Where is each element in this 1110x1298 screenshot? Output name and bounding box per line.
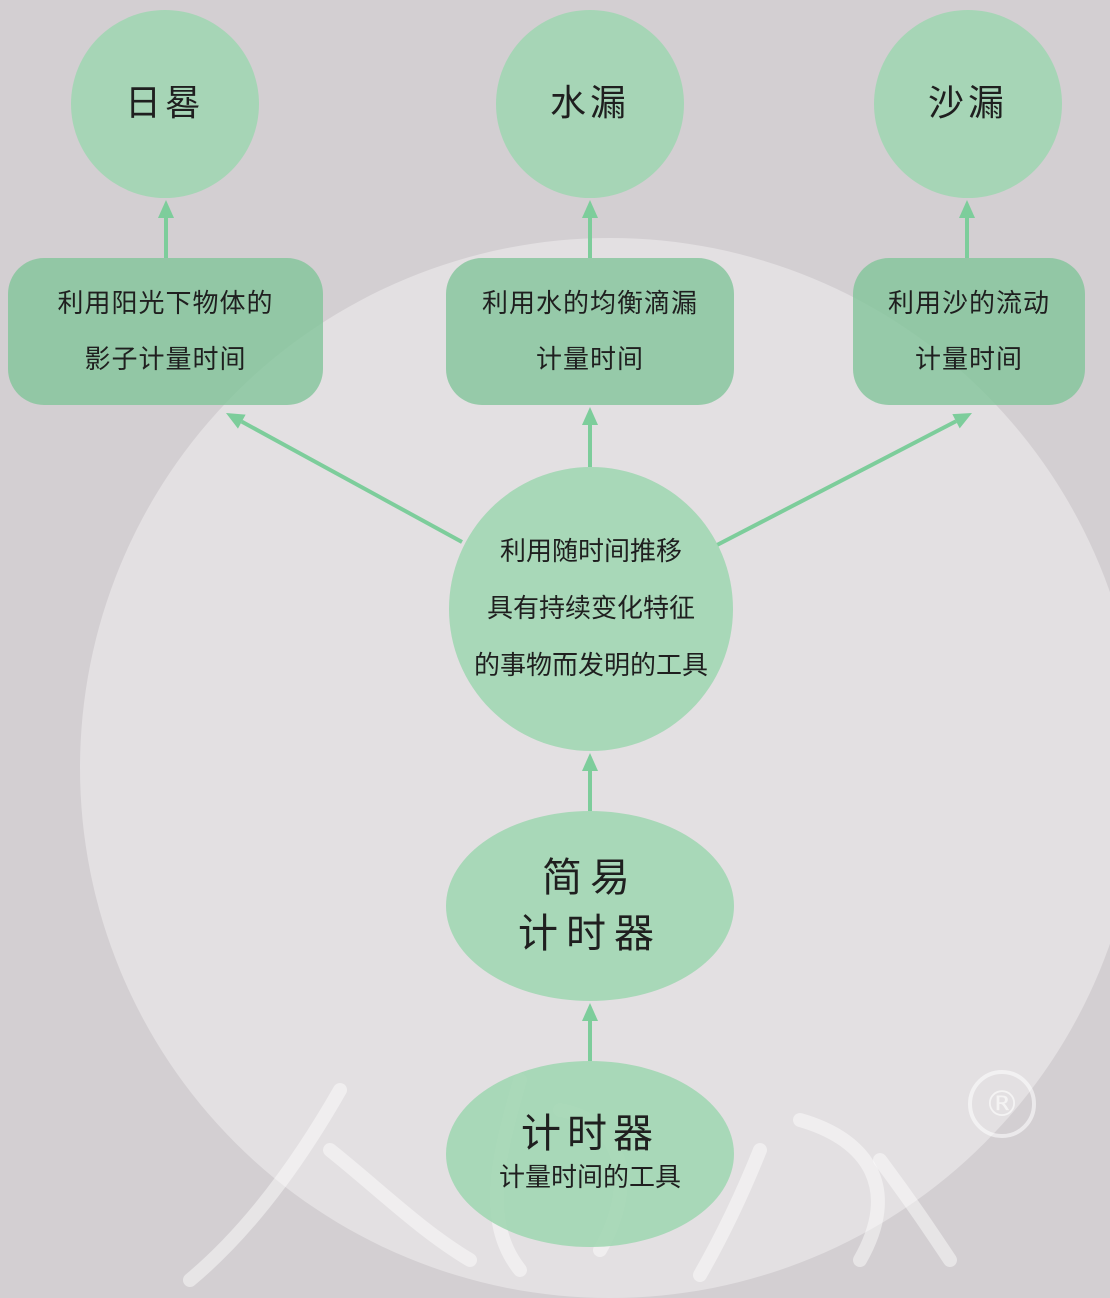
arrow-sand-method-to-hourglass	[959, 200, 975, 258]
timer-root-node: 计时器 计量时间的工具	[446, 1061, 734, 1247]
simple-timer-line2: 计时器	[518, 911, 662, 957]
sand-method-box: 利用沙的流动 计量时间	[853, 258, 1085, 405]
arrow-sundial-method-to-sundial	[158, 200, 174, 258]
sand-method-line2: 计量时间	[914, 344, 1023, 375]
sundial-node: 日晷	[71, 10, 259, 198]
arrow-principle-to-sand-method	[716, 413, 972, 547]
sundial-method-line2: 影子计量时间	[84, 344, 247, 375]
sundial-title: 日晷	[124, 83, 205, 125]
timer-root-title: 计时器	[521, 1111, 659, 1158]
water-method-box: 利用水的均衡滴漏 计量时间	[446, 258, 734, 405]
arrow-principle-to-water-method	[582, 407, 598, 467]
sundial-method-line1: 利用阳光下物体的	[57, 288, 274, 319]
simple-timer-node: 简易 计时器	[446, 811, 734, 1001]
principle-line3: 的事物而发明的工具	[473, 650, 708, 681]
arrow-principle-to-sundial-method	[226, 413, 463, 544]
registered-mark: ®	[968, 1070, 1036, 1138]
hourglass-node: 沙漏	[874, 10, 1062, 198]
arrow-water-method-to-water-clock	[582, 200, 598, 258]
hourglass-title: 沙漏	[927, 83, 1008, 125]
water-method-line2: 计量时间	[535, 344, 644, 375]
simple-timer-line1: 简易	[542, 855, 638, 901]
arrow-root-to-simple	[582, 1003, 598, 1061]
sand-method-line1: 利用沙的流动	[887, 288, 1050, 319]
water-clock-title: 水漏	[549, 83, 630, 125]
timer-root-subtitle: 计量时间的工具	[498, 1163, 681, 1194]
arrow-simple-to-principle	[582, 753, 598, 811]
principle-node: 利用随时间推移 具有持续变化特征 的事物而发明的工具	[449, 467, 733, 751]
sundial-method-box: 利用阳光下物体的 影子计量时间	[8, 258, 323, 405]
water-clock-node: 水漏	[496, 10, 684, 198]
water-method-line1: 利用水的均衡滴漏	[481, 288, 698, 319]
principle-line2: 具有持续变化特征	[486, 593, 695, 624]
principle-line1: 利用随时间推移	[499, 536, 682, 567]
